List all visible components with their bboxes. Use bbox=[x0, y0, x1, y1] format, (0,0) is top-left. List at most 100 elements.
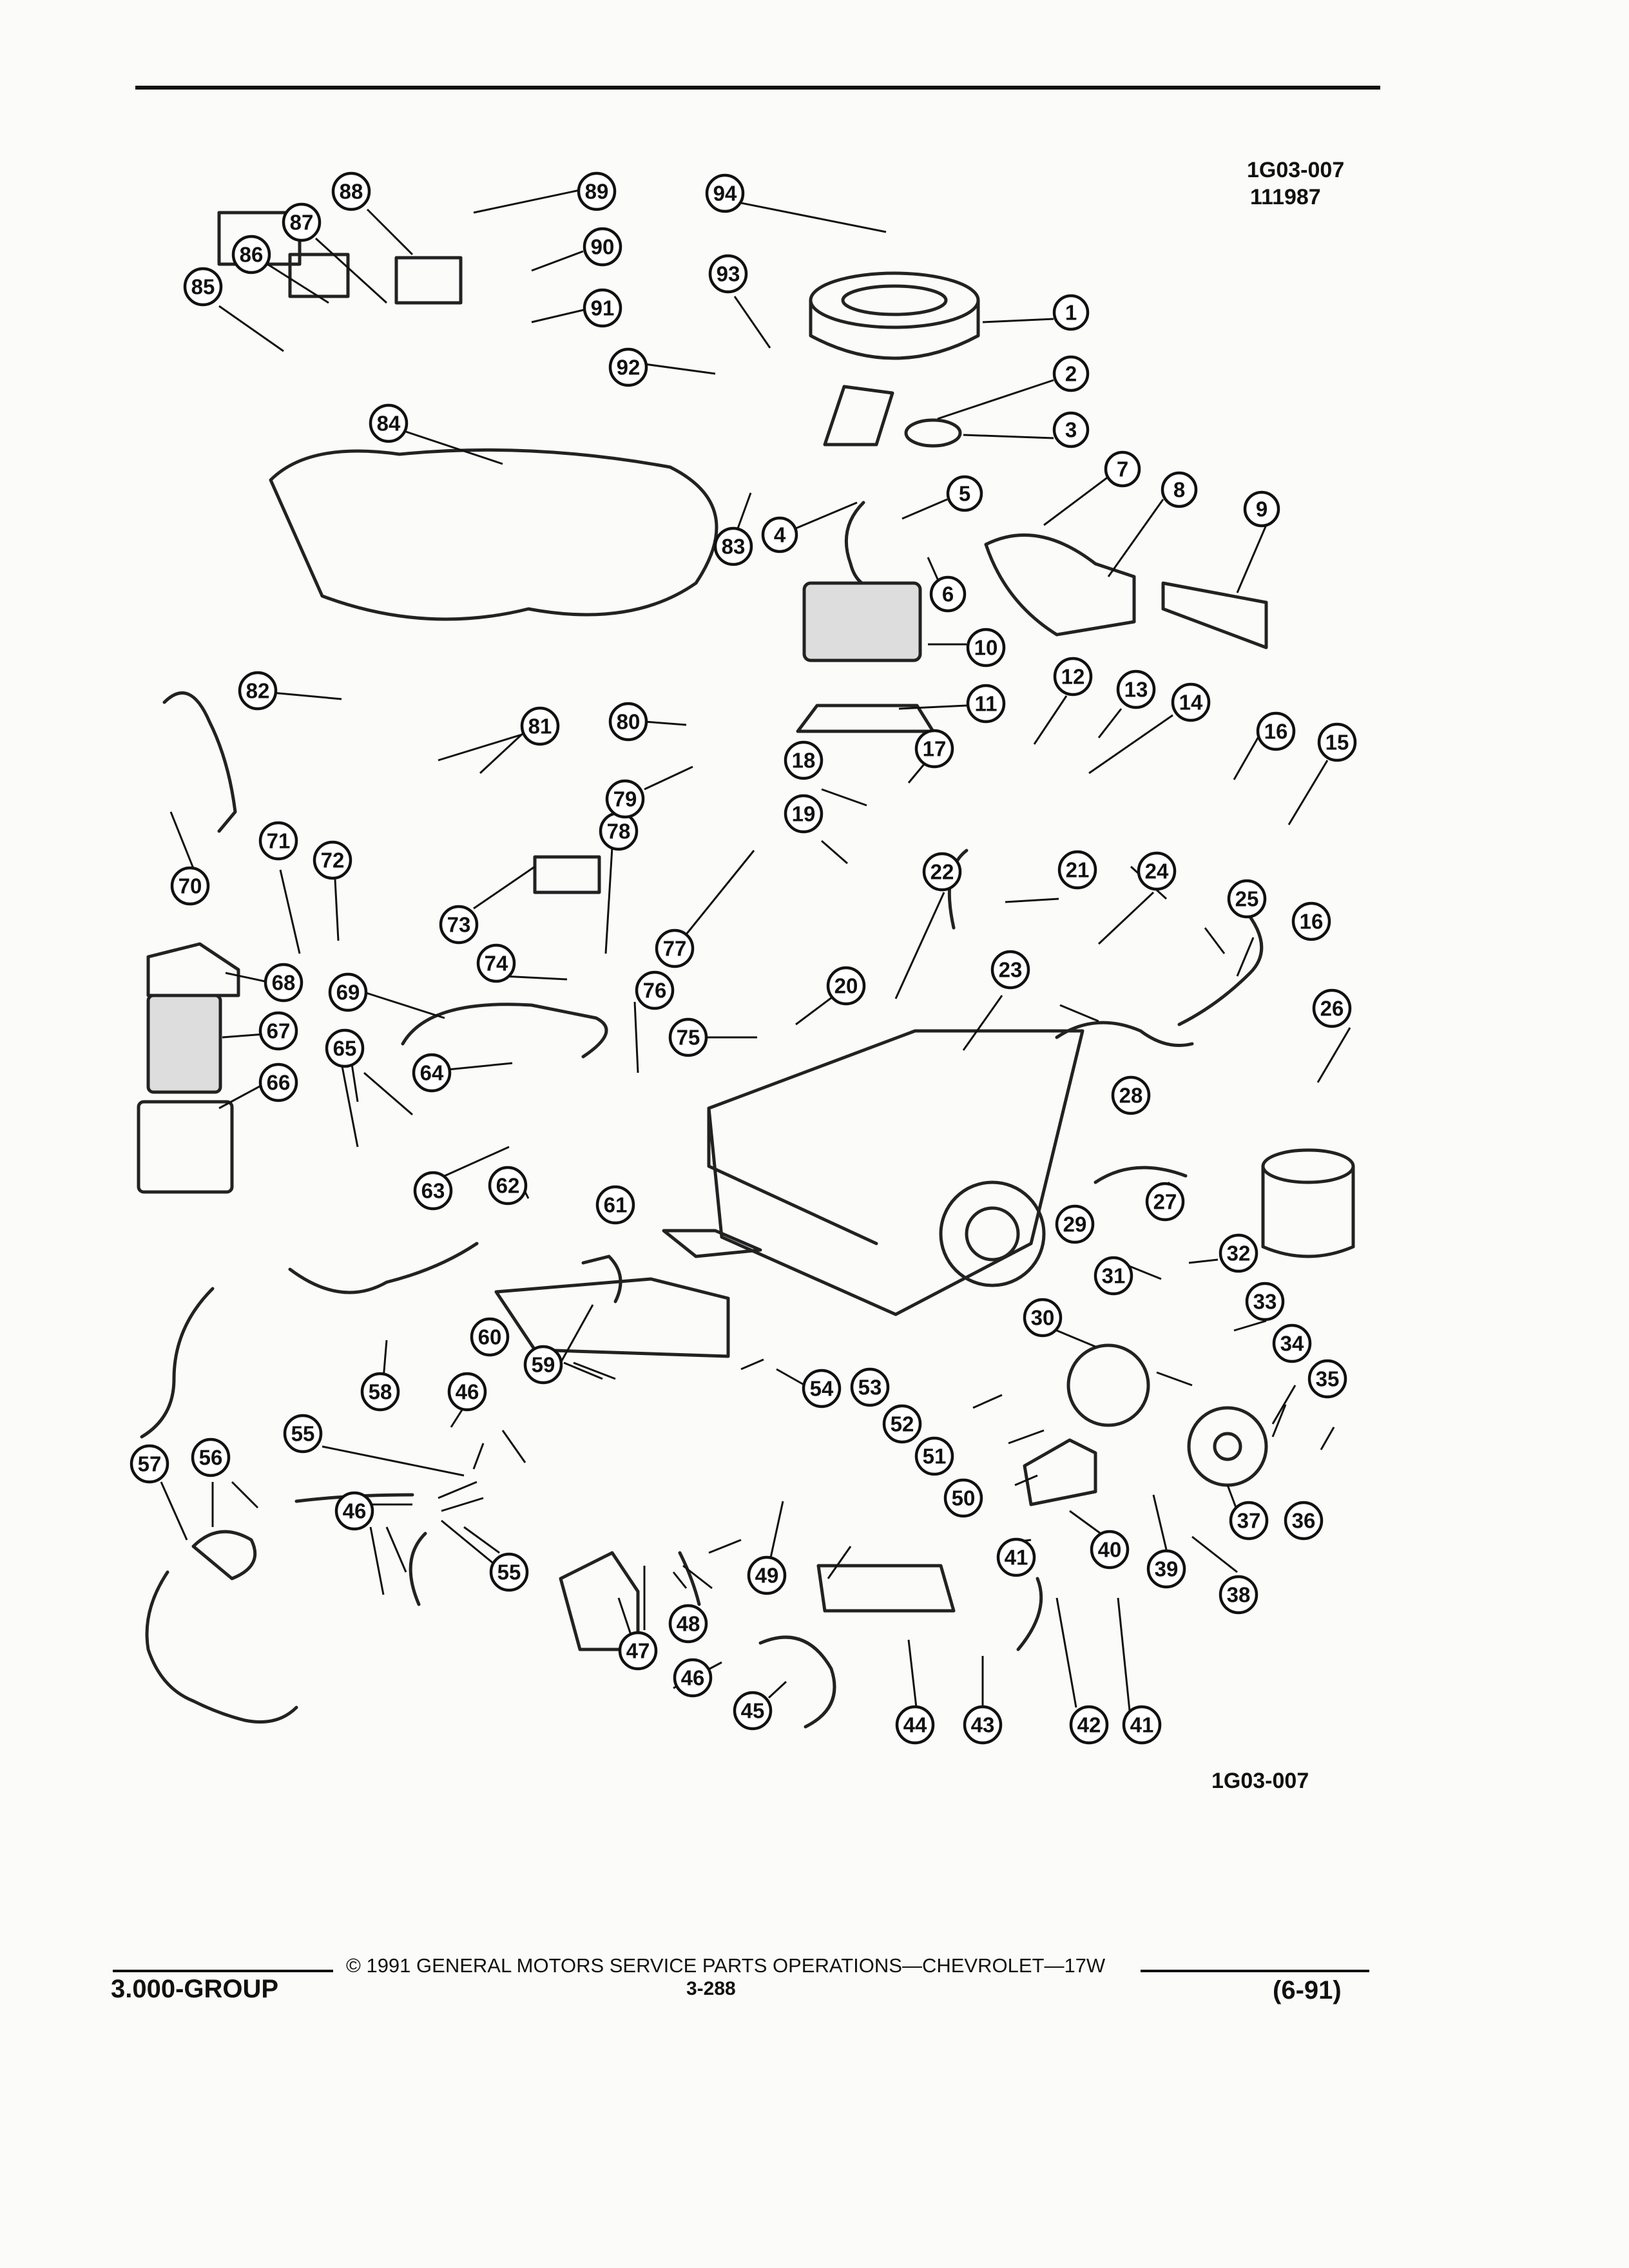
svg-text:7: 7 bbox=[1117, 457, 1128, 481]
callout-83: 83 bbox=[713, 526, 753, 566]
svg-text:91: 91 bbox=[591, 296, 615, 320]
svg-text:66: 66 bbox=[267, 1071, 291, 1095]
svg-text:67: 67 bbox=[267, 1019, 291, 1043]
callout-14: 14 bbox=[1171, 682, 1211, 722]
callout-19: 19 bbox=[784, 794, 824, 834]
svg-text:78: 78 bbox=[607, 820, 631, 843]
callouts: 1 2 3 4 5 6 7 8 9 10 11 12 13 14 15 16 1… bbox=[130, 171, 1357, 1745]
svg-text:5: 5 bbox=[959, 482, 970, 506]
svg-text:31: 31 bbox=[1102, 1264, 1126, 1288]
callout-45: 45 bbox=[733, 1691, 773, 1731]
svg-text:17: 17 bbox=[923, 737, 947, 761]
svg-text:45: 45 bbox=[741, 1699, 765, 1723]
callout-70: 70 bbox=[170, 866, 210, 906]
svg-text:40: 40 bbox=[1098, 1538, 1122, 1562]
callout-33: 33 bbox=[1245, 1282, 1285, 1321]
callout-24: 24 bbox=[1137, 851, 1177, 891]
callout-63: 63 bbox=[413, 1171, 453, 1211]
callout-16-mid: 16 bbox=[1291, 901, 1331, 941]
svg-text:37: 37 bbox=[1237, 1509, 1261, 1533]
svg-text:48: 48 bbox=[677, 1612, 700, 1636]
callout-13: 13 bbox=[1116, 669, 1156, 709]
svg-text:46: 46 bbox=[681, 1666, 705, 1690]
callout-43: 43 bbox=[963, 1705, 1003, 1745]
svg-text:23: 23 bbox=[999, 958, 1023, 982]
svg-text:82: 82 bbox=[246, 679, 270, 703]
svg-text:33: 33 bbox=[1253, 1290, 1277, 1314]
svg-text:26: 26 bbox=[1320, 997, 1344, 1021]
callout-42: 42 bbox=[1069, 1705, 1109, 1745]
svg-text:41: 41 bbox=[1005, 1546, 1028, 1570]
svg-text:3: 3 bbox=[1065, 418, 1077, 442]
callout-55-top: 55 bbox=[283, 1414, 323, 1454]
svg-text:85: 85 bbox=[191, 275, 215, 299]
svg-text:81: 81 bbox=[528, 715, 552, 738]
svg-text:76: 76 bbox=[643, 979, 667, 1003]
svg-text:38: 38 bbox=[1227, 1583, 1251, 1607]
svg-text:90: 90 bbox=[591, 235, 615, 259]
callout-32: 32 bbox=[1219, 1233, 1258, 1273]
svg-text:21: 21 bbox=[1066, 858, 1090, 882]
callout-22: 22 bbox=[922, 852, 962, 892]
svg-text:84: 84 bbox=[377, 412, 401, 436]
callout-68: 68 bbox=[264, 963, 304, 1003]
callout-73: 73 bbox=[439, 905, 479, 945]
svg-text:18: 18 bbox=[792, 749, 816, 773]
callout-53: 53 bbox=[850, 1367, 890, 1407]
figure-date: 111987 bbox=[1250, 185, 1321, 209]
svg-text:44: 44 bbox=[903, 1713, 927, 1737]
callout-3: 3 bbox=[1052, 411, 1090, 448]
callout-47: 47 bbox=[618, 1631, 658, 1671]
top-rule bbox=[135, 86, 1380, 90]
callout-39: 39 bbox=[1146, 1549, 1186, 1589]
callout-72: 72 bbox=[313, 840, 352, 880]
callout-59: 59 bbox=[523, 1345, 563, 1385]
svg-text:32: 32 bbox=[1227, 1242, 1251, 1265]
svg-text:39: 39 bbox=[1155, 1557, 1179, 1581]
callout-6: 6 bbox=[929, 575, 967, 613]
svg-text:2: 2 bbox=[1065, 362, 1077, 386]
svg-text:57: 57 bbox=[138, 1452, 162, 1476]
callout-51: 51 bbox=[914, 1436, 954, 1476]
callout-74: 74 bbox=[476, 943, 516, 983]
svg-text:75: 75 bbox=[677, 1026, 700, 1050]
callout-85: 85 bbox=[183, 267, 223, 307]
callout-61: 61 bbox=[595, 1185, 635, 1225]
svg-text:64: 64 bbox=[420, 1061, 444, 1085]
svg-text:55: 55 bbox=[291, 1422, 315, 1446]
svg-text:22: 22 bbox=[930, 860, 954, 884]
callout-50: 50 bbox=[943, 1478, 983, 1518]
callout-28: 28 bbox=[1111, 1075, 1151, 1115]
footer-revision: (6-91) bbox=[1273, 1976, 1342, 2004]
callout-90: 90 bbox=[583, 227, 622, 267]
figure-code-bottom: 1G03-007 bbox=[1211, 1769, 1309, 1793]
callout-7: 7 bbox=[1104, 450, 1141, 488]
callout-69: 69 bbox=[328, 972, 368, 1012]
callout-34: 34 bbox=[1272, 1323, 1312, 1363]
callout-66: 66 bbox=[258, 1062, 298, 1102]
callout-29: 29 bbox=[1055, 1204, 1095, 1244]
svg-text:12: 12 bbox=[1061, 665, 1085, 689]
callout-65: 65 bbox=[325, 1028, 365, 1068]
svg-text:70: 70 bbox=[178, 874, 202, 898]
callout-56: 56 bbox=[191, 1437, 231, 1477]
callout-55-bottom: 55 bbox=[489, 1552, 529, 1592]
callout-4: 4 bbox=[761, 516, 798, 553]
callout-9: 9 bbox=[1243, 490, 1280, 528]
callout-20: 20 bbox=[826, 966, 866, 1006]
svg-text:34: 34 bbox=[1280, 1332, 1304, 1356]
callout-62: 62 bbox=[488, 1166, 528, 1206]
callout-18: 18 bbox=[784, 740, 824, 780]
svg-text:11: 11 bbox=[975, 692, 998, 716]
callout-88: 88 bbox=[331, 171, 371, 211]
callout-36: 36 bbox=[1284, 1501, 1324, 1541]
svg-text:69: 69 bbox=[336, 981, 360, 1004]
svg-text:89: 89 bbox=[585, 180, 609, 204]
svg-text:1: 1 bbox=[1065, 301, 1077, 325]
callout-41-left: 41 bbox=[996, 1537, 1036, 1577]
svg-text:60: 60 bbox=[478, 1325, 502, 1349]
callout-86: 86 bbox=[231, 235, 271, 274]
svg-text:93: 93 bbox=[717, 262, 740, 286]
footer-page-number: 3-288 bbox=[686, 1978, 736, 1999]
